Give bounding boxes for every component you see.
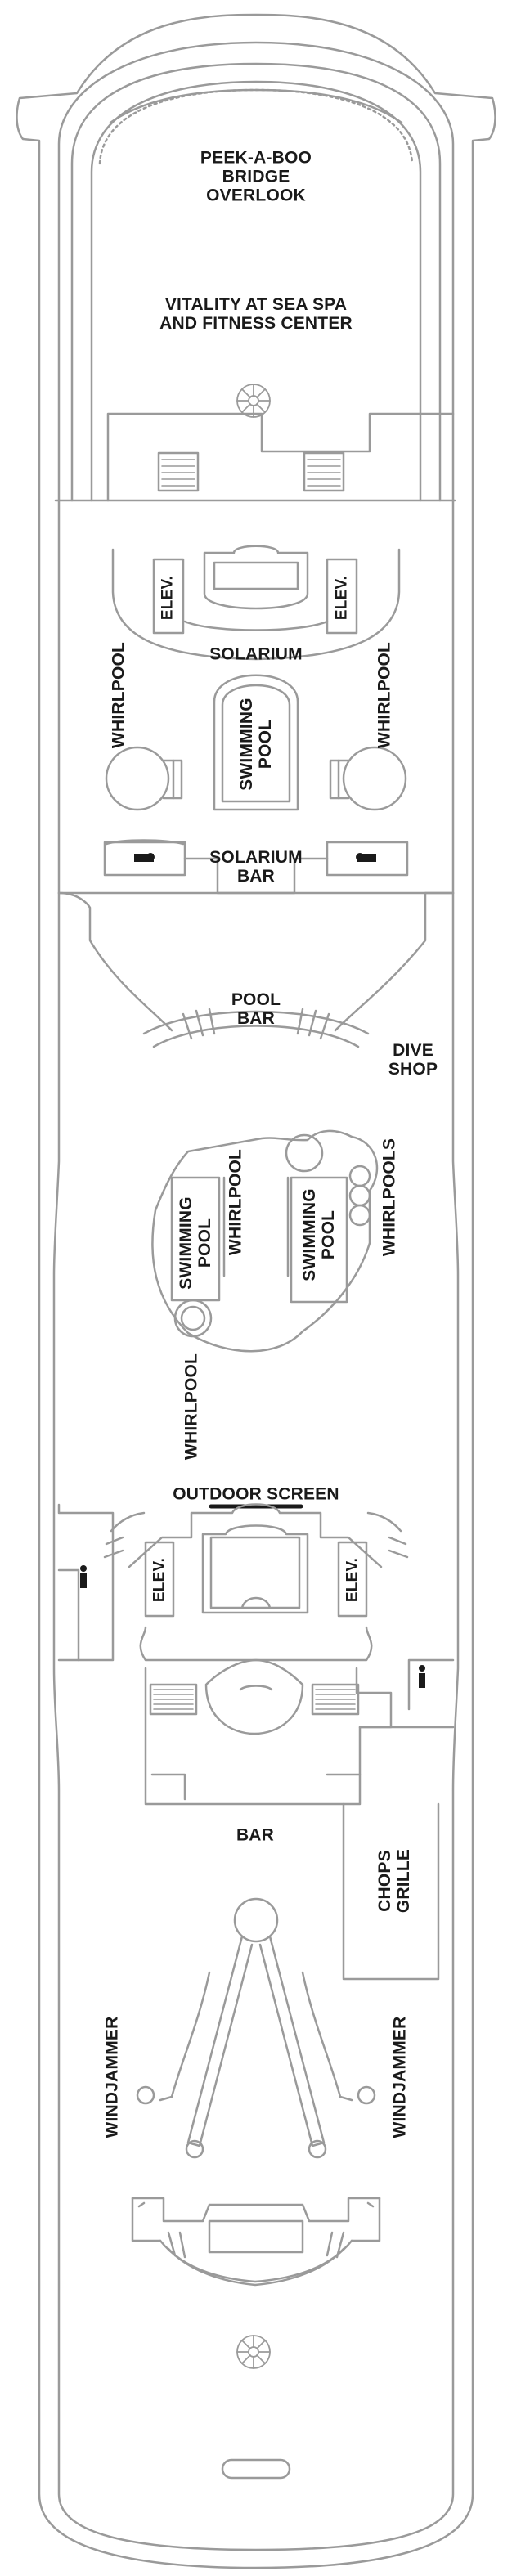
aft-area bbox=[221, 2335, 291, 2480]
label-whirlpool-forward-left: WHIRLPOOL bbox=[109, 641, 128, 749]
swimming-pool-right bbox=[290, 1176, 348, 1304]
label-swimming-pool-mid-right: SWIMMING POOL bbox=[300, 1188, 338, 1281]
label-vitality-spa: VITALITY AT SEA SPA AND FITNESS CENTER bbox=[159, 295, 353, 333]
windjammer-area bbox=[131, 1897, 381, 2287]
label-whirlpool-forward-right: WHIRLPOOL bbox=[375, 641, 394, 749]
label-bar: BAR bbox=[236, 1825, 275, 1845]
ship-hull bbox=[16, 13, 496, 2569]
label-windjammer-right: WINDJAMMER bbox=[390, 2016, 410, 2138]
stairs-icon bbox=[161, 459, 341, 487]
label-windjammer-left: WINDJAMMER bbox=[102, 2016, 122, 2138]
elevator-aft-right bbox=[337, 1541, 368, 1618]
outdoor-screen-area bbox=[103, 1503, 409, 1662]
label-outdoor-screen: OUTDOOR SCREEN bbox=[173, 1484, 339, 1504]
label-elevator-aft-right: ELEV. bbox=[344, 1557, 362, 1603]
elevator-forward-left bbox=[152, 558, 185, 635]
swimming-pool-left bbox=[170, 1176, 221, 1302]
solarium-area bbox=[103, 545, 409, 895]
stairs-icon bbox=[153, 1689, 356, 1710]
bar-area bbox=[57, 1503, 455, 1981]
dome-icon bbox=[236, 384, 271, 418]
label-peek-a-boo-bridge-overlook: PEEK-A-BOO BRIDGE OVERLOOK bbox=[200, 148, 312, 205]
elevator-forward-right bbox=[326, 558, 358, 635]
restroom-icon bbox=[134, 853, 376, 862]
whirlpool-pool-bottom bbox=[173, 1299, 213, 1338]
spa-area bbox=[54, 62, 456, 502]
label-elevator-aft-left: ELEV. bbox=[150, 1557, 168, 1603]
label-pool-bar: POOL BAR bbox=[231, 990, 281, 1028]
elevator-aft-left bbox=[144, 1541, 175, 1618]
label-whirlpools-mid: WHIRLPOOLS bbox=[380, 1138, 399, 1257]
label-swimming-pool-forward: SWIMMING POOL bbox=[237, 698, 275, 791]
label-whirlpool-mid-top: WHIRLPOOL bbox=[226, 1148, 245, 1256]
restroom-icon bbox=[80, 1565, 425, 1688]
label-solarium-bar: SOLARIUM BAR bbox=[209, 848, 303, 886]
label-elevator-forward-right: ELEV. bbox=[333, 575, 351, 621]
label-dive-shop: DIVE SHOP bbox=[388, 1041, 438, 1079]
label-solarium: SOLARIUM bbox=[209, 644, 303, 664]
whirlpool-right bbox=[342, 746, 407, 811]
label-elevator-forward-left: ELEV. bbox=[159, 575, 177, 621]
dome-icon bbox=[236, 2335, 271, 2369]
pool-bar-area bbox=[57, 891, 455, 1048]
label-whirlpool-mid-bottom: WHIRLPOOL bbox=[182, 1353, 201, 1461]
label-swimming-pool-mid-left: SWIMMING POOL bbox=[177, 1196, 214, 1290]
label-chops-grille: CHOPS GRILLE bbox=[375, 1848, 413, 1914]
main-pool-area bbox=[151, 1129, 379, 1353]
solarium-pool bbox=[213, 674, 299, 811]
whirlpool-left bbox=[105, 746, 170, 811]
